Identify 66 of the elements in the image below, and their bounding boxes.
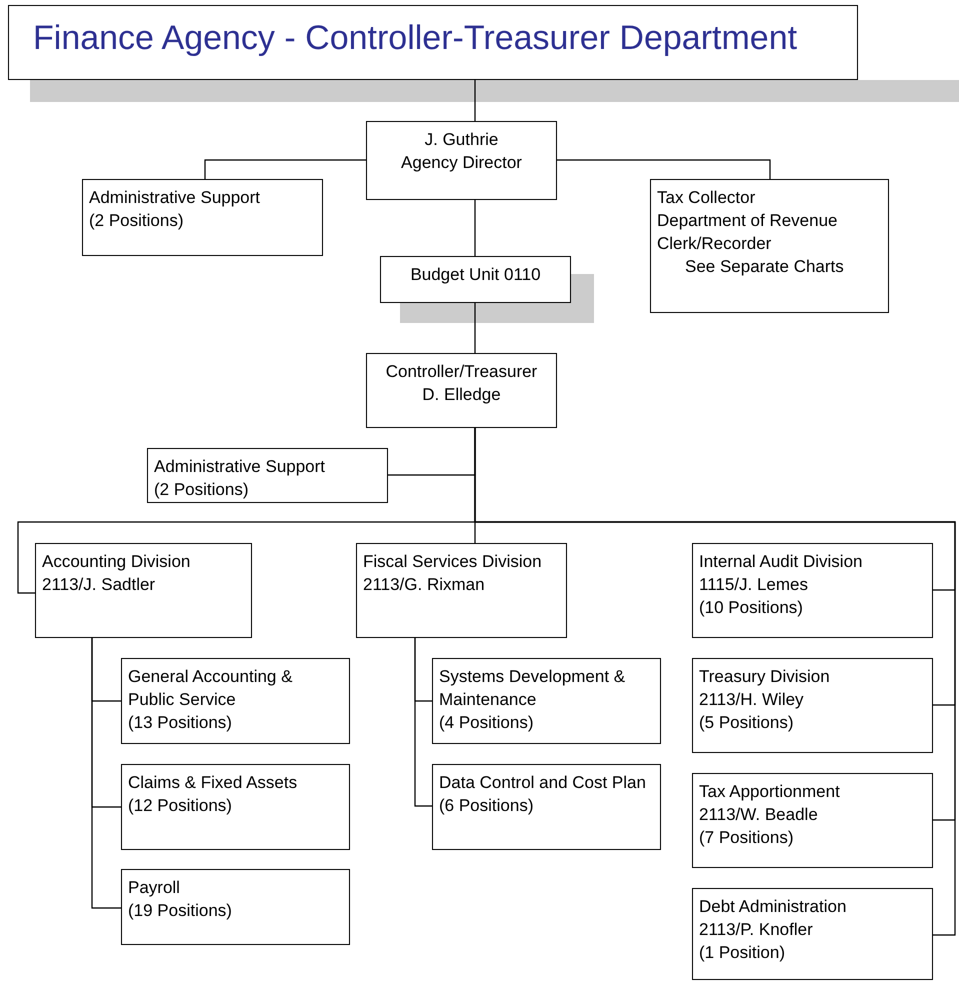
box-text: (7 Positions) xyxy=(699,827,794,849)
org-box xyxy=(121,764,350,850)
org-box xyxy=(82,179,323,256)
box-text: Controller/Treasurer xyxy=(384,361,538,383)
org-box xyxy=(356,543,567,638)
box-text: (1 Position) xyxy=(699,942,786,964)
box-text: Payroll xyxy=(128,877,181,899)
box-text: (19 Positions) xyxy=(128,900,233,922)
title-box xyxy=(8,5,858,80)
box-text: Systems Development & Maintenance xyxy=(439,666,626,711)
box-text: (4 Positions) xyxy=(439,712,534,734)
box-text: J. Guthrie xyxy=(424,129,500,151)
connector-line xyxy=(91,638,121,909)
org-box xyxy=(432,764,661,850)
box-text: Internal Audit Division xyxy=(699,551,864,573)
box-text: 1115/J. Lemes xyxy=(699,574,809,596)
org-box xyxy=(380,256,571,303)
box-text: Department of Revenue xyxy=(657,210,838,232)
box-text: (6 Positions) xyxy=(439,795,534,817)
box-text: (13 Positions) xyxy=(128,712,233,734)
box-text: Tax Collector xyxy=(657,187,756,209)
box-text: (10 Positions) xyxy=(699,597,804,619)
connector-line xyxy=(474,200,476,256)
org-box xyxy=(147,448,388,503)
org-box xyxy=(692,658,933,753)
org-box xyxy=(121,658,350,744)
org-box xyxy=(692,773,933,868)
connector-line xyxy=(204,159,366,179)
connector-line xyxy=(414,638,432,807)
box-text: Agency Director xyxy=(400,152,523,174)
connector-line xyxy=(557,159,771,179)
box-text: (2 Positions) xyxy=(89,210,184,232)
connector-line xyxy=(474,303,476,353)
box-text: 2113/P. Knofler xyxy=(699,919,814,941)
org-box xyxy=(650,179,889,313)
box-text: Tax Apportionment xyxy=(699,781,841,803)
box-text: Data Control and Cost Plan xyxy=(439,772,647,794)
org-box xyxy=(692,543,933,638)
box-text: D. Elledge xyxy=(421,384,502,406)
org-box xyxy=(692,888,933,980)
connector-line xyxy=(474,80,476,121)
box-text: (2 Positions) xyxy=(154,479,250,501)
box-text: 2113/J. Sadtler xyxy=(42,574,156,596)
title-text: Finance Agency - Controller-Treasurer Department xyxy=(33,18,798,58)
box-text: See Separate Charts xyxy=(684,256,845,278)
org-box xyxy=(35,543,252,638)
box-text: General Accounting & Public Service xyxy=(128,666,294,711)
org-box xyxy=(121,869,350,945)
box-text: Administrative Support xyxy=(154,456,326,478)
box-text: Fiscal Services Division xyxy=(363,551,543,573)
box-text: (12 Positions) xyxy=(128,795,233,817)
box-text: (5 Positions) xyxy=(699,712,794,734)
org-box xyxy=(366,121,557,200)
box-text: Accounting Division xyxy=(42,551,192,573)
box-text: Debt Administration xyxy=(699,896,848,918)
box-text: Budget Unit 0110 xyxy=(409,264,542,286)
org-box xyxy=(432,658,661,744)
box-text: Claims & Fixed Assets xyxy=(128,772,298,794)
box-text: Treasury Division xyxy=(699,666,831,688)
box-text: Clerk/Recorder xyxy=(657,233,772,255)
box-text: 2113/G. Rixman xyxy=(363,574,486,596)
connector-line xyxy=(474,428,956,936)
org-box xyxy=(366,353,557,428)
box-text: 2113/H. Wiley xyxy=(699,689,805,711)
box-text: 2113/W. Beadle xyxy=(699,804,819,826)
box-text: Administrative Support xyxy=(89,187,262,209)
